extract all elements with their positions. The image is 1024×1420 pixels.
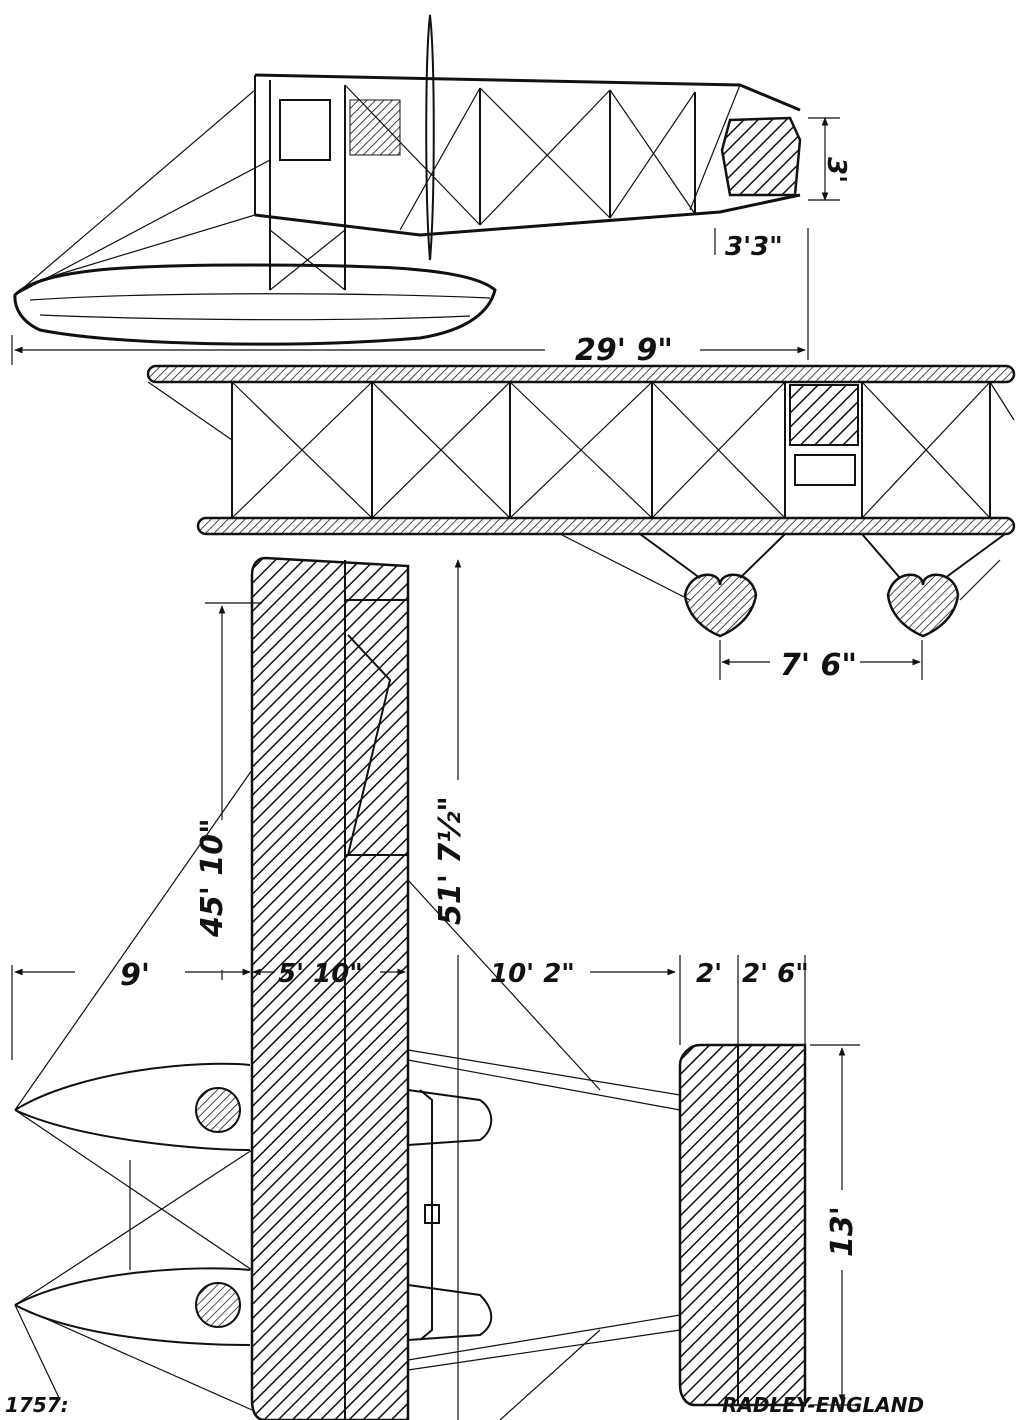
- front-float-left: [683, 573, 758, 638]
- dim-length: 29' 9": [575, 333, 673, 368]
- figure-number: 1757:: [5, 1393, 69, 1417]
- plan-tailplane: [678, 1043, 807, 1407]
- side-fuselage: [254, 73, 801, 291]
- dim-tailplane-2: 2' 6": [742, 959, 809, 989]
- plan-main-wing: [250, 556, 410, 1420]
- dim-span-lower: 45' 10": [195, 818, 230, 938]
- credit-label: RADLEY-ENGLAND: [722, 1393, 924, 1417]
- front-upper-wing: [146, 364, 1016, 384]
- side-propeller: [425, 14, 435, 261]
- front-dimensions: 7' 6": [719, 640, 923, 683]
- dim-tail-chord: 3'3": [725, 232, 783, 262]
- side-dimensions: 3' 3'3" 29' 9": [11, 117, 851, 368]
- plan-view: [14, 556, 807, 1420]
- dim-wing-chord: 5' 10": [278, 959, 363, 989]
- front-float-right: [886, 573, 960, 638]
- dim-float-track: 7' 6": [780, 648, 857, 683]
- side-rudder: [720, 116, 802, 197]
- side-view: [13, 14, 802, 346]
- plan-dimensions: 45' 10" 51' 7½" 9' 5' 10" 10' 2" 2' 2' 6…: [11, 559, 860, 1420]
- front-view: [146, 364, 1016, 638]
- dim-wing-to-tail: 10' 2": [490, 959, 575, 989]
- side-float: [13, 263, 497, 346]
- dim-nose-to-wing: 9': [120, 958, 150, 993]
- dim-span-upper: 51' 7½": [433, 796, 468, 925]
- dim-tail-height: 3': [821, 157, 851, 183]
- dim-tail-span: 13': [825, 1206, 860, 1257]
- front-lower-wing: [196, 516, 1016, 536]
- dim-tailplane-1: 2': [696, 959, 722, 989]
